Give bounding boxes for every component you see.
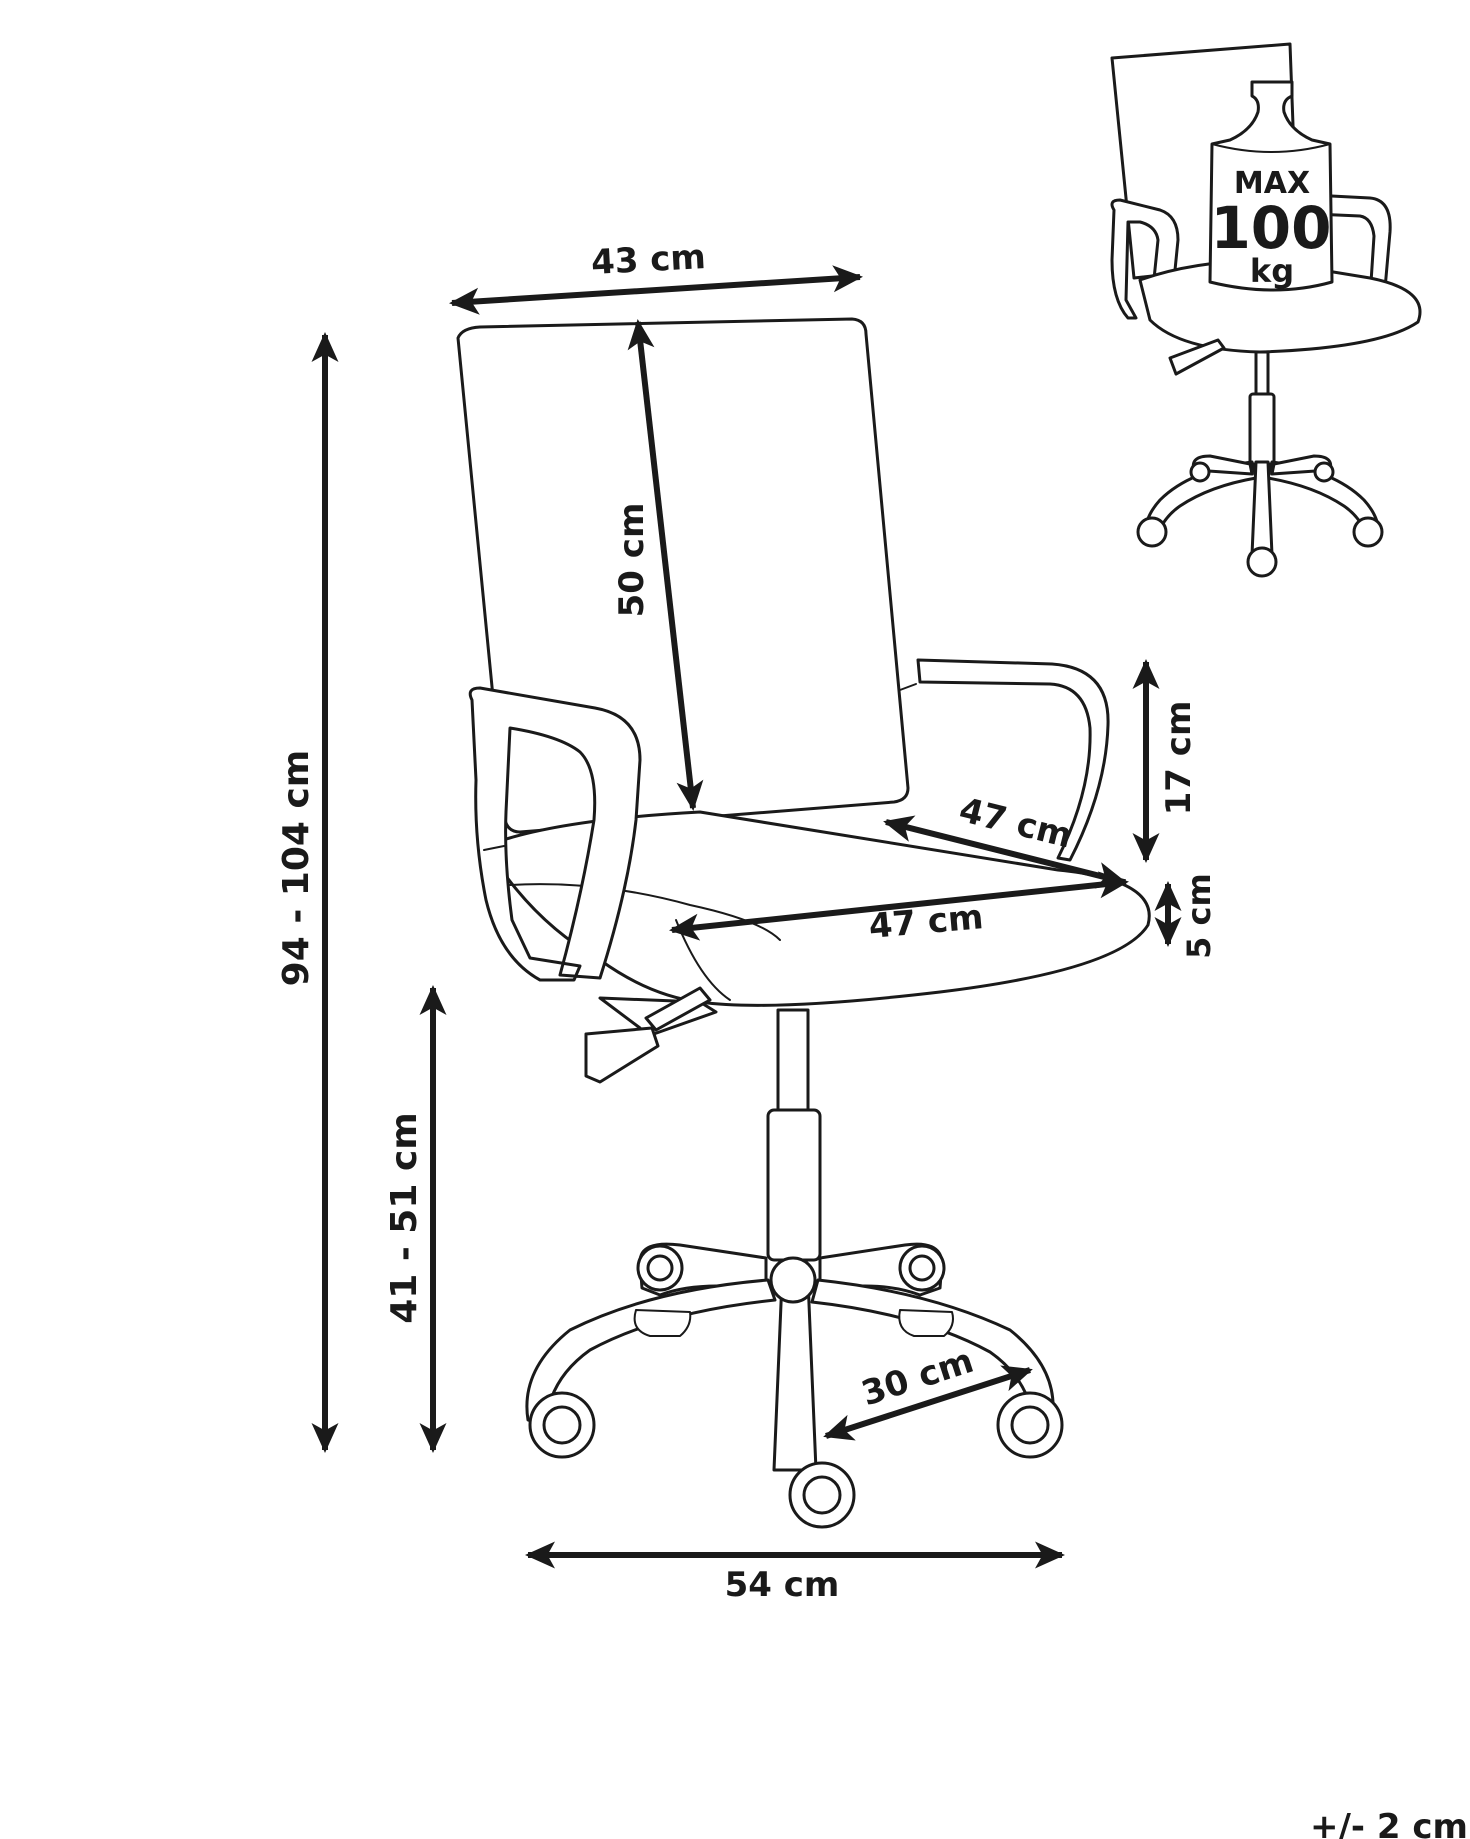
weight-capacity-illustration: MAX 100 kg	[1110, 42, 1422, 578]
armrest-height-label: 17 cm	[1159, 701, 1199, 816]
seat-height-label: 41 - 51 cm	[384, 1112, 425, 1324]
backrest-width-label: 43 cm	[590, 237, 707, 283]
seat-width-arrow	[669, 871, 1129, 941]
seat-thickness-label: 5 cm	[1180, 873, 1218, 959]
weight-max-label: MAX	[1234, 166, 1310, 201]
backrest-height-arrow	[627, 319, 704, 811]
gas-cylinder	[766, 1108, 822, 1262]
weight-unit-label: kg	[1250, 252, 1294, 290]
casters	[528, 1244, 1064, 1529]
backrest-outline	[456, 317, 910, 834]
dimension-labels: 43 cm 50 cm 94 - 104 cm 41 - 51 cm 17 cm…	[276, 237, 1468, 1839]
tolerance-label: +/- 2 cm	[1310, 1807, 1468, 1839]
base-radius-arrow	[823, 1365, 1033, 1441]
base-width-label: 54 cm	[725, 1565, 840, 1605]
weight-value-label: 100	[1210, 194, 1331, 262]
gas-cylinder-upper	[776, 1008, 810, 1112]
backrest-width-arrow	[449, 265, 863, 315]
main-chair-drawing	[456, 317, 1151, 1529]
weight-icon	[1208, 80, 1334, 292]
total-height-label: 94 - 104 cm	[276, 750, 317, 987]
star-base	[525, 1242, 1055, 1472]
dimension-lines	[311, 265, 1182, 1569]
backrest-height-label: 50 cm	[612, 503, 652, 618]
seat-width-label: 47 cm	[867, 897, 985, 947]
